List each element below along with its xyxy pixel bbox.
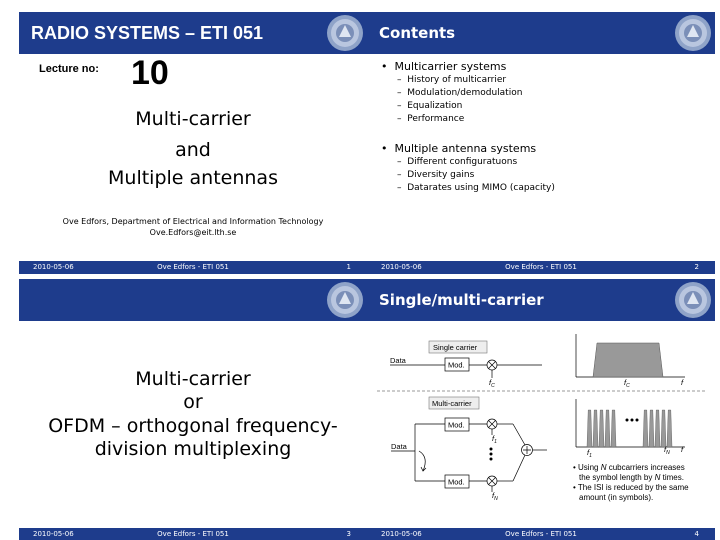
section-line-4: division multiplexing (94, 438, 292, 460)
slide-footer: Ove Edfors - ETI 051 2010-05-06 2 (367, 261, 715, 274)
university-seal-icon (675, 15, 711, 51)
f-axis-label: f (681, 378, 684, 387)
footer-page-number: 3 (346, 530, 351, 538)
footer-author: Ove Edfors - ETI 051 (157, 530, 229, 538)
notes: • Using N cubcarriers increases the symb… (573, 463, 713, 503)
slide-header: RADIO SYSTEMS – ETI 051 (19, 12, 367, 54)
spectrum-fc-label: fC (624, 378, 630, 389)
lecture-number: 10 (131, 54, 169, 92)
f1-label: f1 (492, 434, 497, 445)
note-line: amount (in symbols). (579, 493, 654, 502)
multi-carrier-box (428, 396, 480, 410)
slide-title: Contents (379, 24, 456, 42)
subcarrier-bar (592, 409, 599, 448)
section-line-3: OFDM – orthogonal frequency- (48, 415, 338, 437)
sub-item: – History of multicarrier (397, 75, 507, 85)
subcarrier-bar (654, 409, 661, 448)
title-line-1: Multi-carrier (135, 108, 251, 130)
author-affiliation: Ove Edfors, Department of Electrical and… (62, 217, 324, 226)
slide-title: Single/multi-carrier (379, 291, 544, 309)
university-seal-icon (327, 15, 363, 51)
footer-author: Ove Edfors - ETI 051 (157, 263, 229, 271)
sub-item: – Diversity gains (397, 170, 475, 180)
single-carrier-spectrum (592, 342, 664, 378)
footer-page-number: 1 (346, 263, 351, 271)
title-line-3: Multiple antennas (108, 167, 278, 189)
note-line: the symbol length by N times. (579, 473, 684, 482)
single-carrier-box (428, 340, 488, 354)
university-seal-icon (675, 282, 711, 318)
footer-date: 2010-05-06 (33, 530, 74, 538)
slide-footer: Ove Edfors - ETI 051 2010-05-06 4 (367, 528, 715, 540)
bullet-multiple-antenna: • Multiple antenna systems (381, 142, 537, 155)
single-multi-carrier-diagram: Single carrier Data Mod. fC fC f Multi-c… (377, 334, 705, 502)
slide-footer: Ove Edfors - ETI 051 2010-05-06 1 (19, 261, 367, 274)
bullet-multicarrier: • Multicarrier systems (381, 60, 507, 73)
data-label: Data (390, 356, 407, 365)
mod-box-1 (444, 417, 470, 432)
mod-box (444, 357, 470, 372)
spectrum-f1-label: f1 (587, 448, 592, 459)
mod-label: Mod. (448, 421, 465, 430)
subcarrier-bar (586, 409, 593, 448)
multi-carrier-label: Multi-carrier (432, 399, 472, 408)
subcarrier-bar (598, 409, 605, 448)
subcarrier-bar (604, 409, 611, 448)
sub-item: – Modulation/demodulation (397, 88, 523, 98)
note-line: • Using N cubcarriers increases (573, 463, 685, 472)
footer-author: Ove Edfors - ETI 051 (505, 263, 577, 271)
university-seal-icon (327, 282, 363, 318)
sub-item: – Equalization (397, 101, 463, 111)
multi-carrier-spectrum (586, 409, 673, 448)
mod-box-n (444, 474, 470, 489)
section-line-1: Multi-carrier (135, 368, 251, 390)
sub-item: – Performance (397, 114, 465, 124)
subcarrier-bar (610, 409, 617, 448)
footer-date: 2010-05-06 (33, 263, 74, 271)
fc-label: fC (489, 378, 495, 389)
footer-author: Ove Edfors - ETI 051 (505, 530, 577, 538)
author-email: Ove.Edfors@eit.lth.se (149, 228, 237, 237)
footer-date: 2010-05-06 (381, 530, 422, 538)
slide-footer: Ove Edfors - ETI 051 2010-05-06 3 (19, 528, 367, 540)
slide-header: Contents (367, 12, 715, 54)
subcarrier-bar (648, 409, 655, 448)
lecture-label: Lecture no: (39, 63, 99, 75)
slide-header (19, 279, 367, 321)
subcarrier-bar (642, 409, 649, 448)
note-line: • The ISI is reduced by the same (573, 483, 689, 492)
sub-item: – Datarates using MIMO (capacity) (397, 183, 555, 193)
footer-page-number: 2 (694, 263, 699, 271)
slide-4: Single/multi-carrier Single carrier Data… (367, 279, 715, 540)
mod-label: Mod. (448, 478, 465, 487)
slide-3: Multi-carrier or OFDM – orthogonal frequ… (19, 279, 367, 540)
slide-header: Single/multi-carrier (367, 279, 715, 321)
f-axis-label: f (681, 445, 684, 454)
section-line-2: or (183, 391, 203, 413)
footer-page-number: 4 (694, 530, 699, 538)
spectrum-fn-label: fN (664, 445, 670, 456)
footer-date: 2010-05-06 (381, 263, 422, 271)
data-label: Data (391, 442, 408, 451)
slide-2: Contents • Multicarrier systems – Histor… (367, 12, 715, 274)
single-carrier-label: Single carrier (433, 343, 478, 352)
subcarrier-bar (660, 409, 667, 448)
subcarrier-bar (666, 409, 673, 448)
mod-label: Mod. (448, 361, 465, 370)
title-line-2: and (175, 139, 211, 161)
slide-1: RADIO SYSTEMS – ETI 051 Lecture no: 10 M… (19, 12, 367, 274)
fn-label: fN (492, 491, 498, 502)
sub-item: – Different configuratuons (397, 157, 518, 167)
slide-title: RADIO SYSTEMS – ETI 051 (31, 23, 264, 43)
